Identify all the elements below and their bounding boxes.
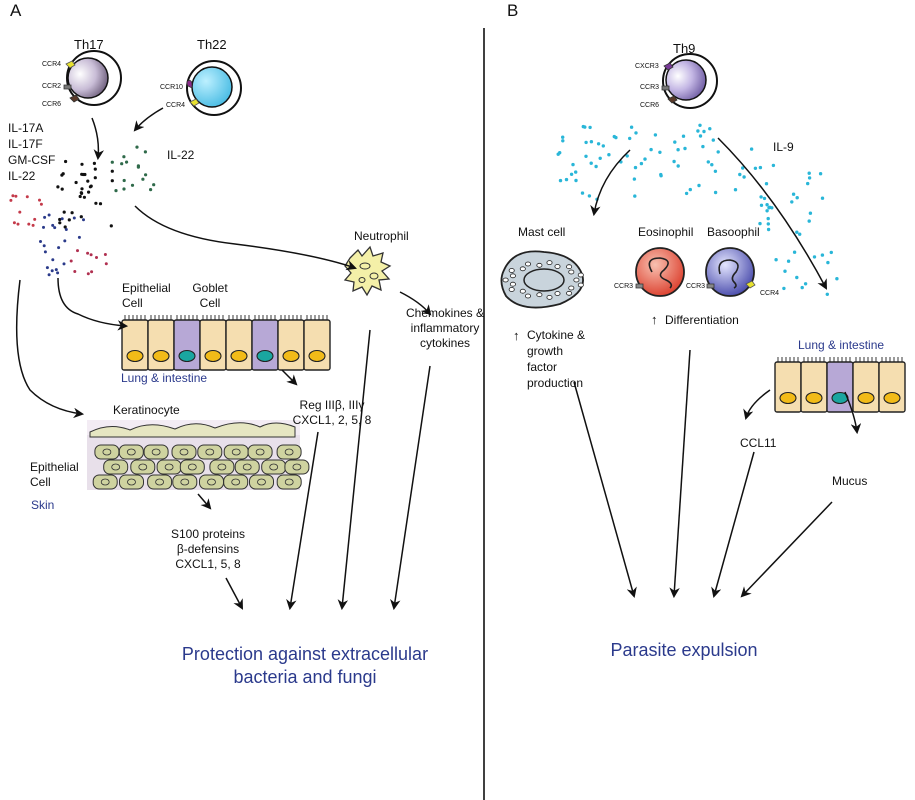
th22-label: Th22	[197, 37, 227, 52]
panel-label-a: A	[10, 1, 22, 20]
ccr6-receptor-icon	[69, 94, 80, 103]
th17-label: Th17	[74, 37, 104, 52]
neutrophil-label: Neutrophil	[354, 229, 409, 243]
cxcr3-receptor-icon	[663, 62, 674, 71]
mast-cell-label: Mast cell	[518, 225, 566, 239]
th22-receptor-ccr4: CCR4	[166, 102, 186, 109]
lung-intestine-epithelium-b	[774, 357, 906, 413]
basophil-cell	[705, 247, 756, 297]
eosinophil-label: Eosinophil	[638, 225, 694, 239]
th9-receptor-cxcr3: CXCR3	[635, 63, 659, 70]
arrows-panel-a	[15, 107, 432, 611]
chemokines-label: Chemokines & inflammatory cytokines	[405, 306, 485, 350]
ccr4-receptor-icon	[189, 98, 200, 107]
epithelial-cell-label-a: Epithelial Cell	[122, 281, 171, 310]
basophil-receptor-ccr4: CCR4	[760, 290, 780, 297]
skin-tissue	[87, 420, 310, 490]
reg-chemokines-label: Reg IIIβ, IIIγ CXCL1, 2, 5, 8	[292, 398, 372, 427]
th9-receptor-ccr6: CCR6	[640, 102, 660, 109]
th9-cell	[661, 53, 718, 109]
th17-cytokines: IL-17A IL-17F GM-CSF IL-22	[8, 121, 56, 183]
cytokine-dots-colored	[9, 194, 108, 277]
skin-label: Skin	[31, 498, 55, 512]
basophil-receptor-ccr3: CCR3	[686, 283, 706, 290]
th22-receptor-ccr10: CCR10	[160, 84, 183, 91]
lung-intestine-label-b: Lung & intestine	[798, 338, 885, 352]
up-arrow-icon: ↑	[513, 328, 520, 343]
neutrophil-cell	[343, 245, 392, 297]
il22-label: IL-22	[167, 148, 195, 162]
mucus-label: Mucus	[832, 474, 868, 488]
ccr10-receptor-icon	[186, 80, 193, 89]
il9-dots	[556, 123, 839, 296]
ccr3-receptor-icon	[635, 283, 644, 289]
s100-label: S100 proteins β-defensins CXCL1, 5, 8	[170, 527, 246, 571]
differentiation-label: Differentiation	[665, 313, 739, 327]
ccr2-receptor-icon	[63, 84, 72, 90]
ccr4-receptor-icon	[745, 280, 756, 289]
ccr3-receptor-icon	[706, 283, 715, 289]
eosinophil-receptor-ccr3: CCR3	[614, 283, 634, 290]
ccr6-receptor-icon	[667, 95, 678, 104]
th9-label: Th9	[673, 41, 696, 56]
lung-intestine-epithelium-a	[121, 315, 331, 371]
outcome-b-label: Parasite expulsion	[610, 640, 758, 660]
basophil-label: Basoophil	[707, 225, 760, 239]
up-arrow-icon: ↑	[651, 312, 658, 327]
th9-receptor-ccr3: CCR3	[640, 84, 660, 91]
panel-label-b: B	[507, 1, 519, 20]
goblet-cell-label: Goblet Cell	[192, 281, 228, 310]
th17-receptor-ccr6: CCR6	[42, 101, 62, 108]
cytokine-dots-th17	[56, 159, 114, 229]
il22-dots	[110, 145, 156, 193]
outcome-a-label: Protection against extracellular bacteri…	[181, 644, 429, 687]
arrows-panel-b	[573, 137, 862, 599]
th17-cell	[63, 50, 122, 106]
epithelial-cell-label-skin: Epithelial Cell	[30, 460, 79, 489]
lung-intestine-label-a: Lung & intestine	[121, 371, 208, 385]
keratinocyte-label: Keratinocyte	[113, 403, 180, 417]
ccl11-label: CCL11	[740, 436, 777, 450]
eosinophil-cell	[635, 247, 685, 297]
th17-receptor-ccr2: CCR2	[42, 83, 62, 90]
il9-label: IL-9	[773, 140, 794, 154]
mast-cell	[500, 250, 584, 309]
th22-cell	[186, 60, 242, 116]
th17-receptor-ccr4: CCR4	[42, 61, 62, 68]
ccr4-receptor-icon	[65, 60, 76, 69]
mast-effect-label: Cytokine & growth factor production	[527, 328, 586, 390]
ccr3-receptor-icon	[661, 85, 670, 91]
